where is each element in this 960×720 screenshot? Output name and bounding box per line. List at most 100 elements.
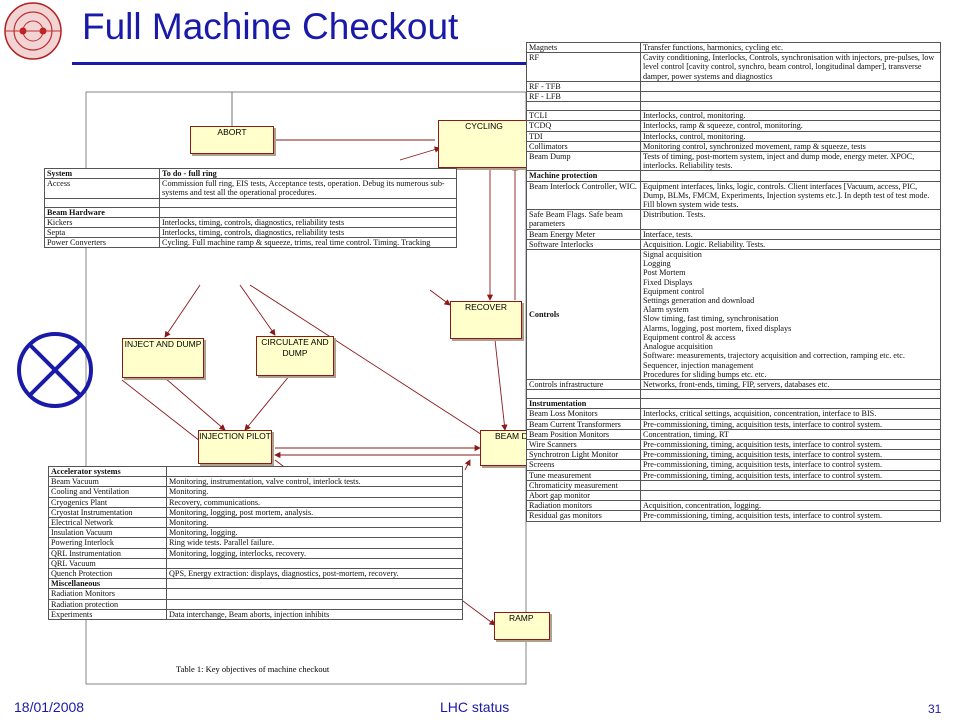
state-label: ABORT <box>217 127 247 137</box>
system-cell: Beam Vacuum <box>48 476 167 488</box>
todo-cell <box>159 197 457 208</box>
todo-cell <box>640 389 941 400</box>
todo-cell <box>640 80 941 93</box>
todo-cell <box>166 578 463 590</box>
todo-cell <box>640 398 941 410</box>
system-cell: Chromaticity measurement <box>526 479 641 491</box>
todo-cell: Acquisition. Logic. Reliability. Tests. <box>640 238 941 251</box>
todo-cell: Pre-commissioning, timing, acquisition t… <box>640 449 941 461</box>
system-cell: TCLI <box>526 110 641 122</box>
column-header: System <box>44 167 160 180</box>
footer-date: 18/01/2008 <box>14 699 85 715</box>
system-cell: Beam Energy Meter <box>526 228 641 240</box>
system-cell <box>44 197 160 208</box>
system-cell: Kickers <box>44 216 160 229</box>
todo-cell <box>159 206 457 218</box>
table-row: Abort gap monitor <box>526 489 941 502</box>
state-inject-and-dump: INJECT AND DUMP <box>122 338 204 378</box>
system-cell: Accelerator systems <box>48 465 167 478</box>
system-cell: RF - LFB <box>526 91 641 103</box>
circled-times-icon <box>17 332 93 408</box>
todo-cell: QPS, Energy extraction: displays, diagno… <box>166 568 463 580</box>
table-row <box>526 389 941 400</box>
table-caption: Table 1: Key objectives of machine check… <box>176 664 330 674</box>
system-cell: Wire Scanners <box>526 438 641 451</box>
table-row: RF - LFB <box>526 91 941 103</box>
system-cell: Radiation Monitors <box>48 588 167 600</box>
todo-cell <box>640 91 941 103</box>
todo-cell: Pre-commissioning, timing, acquisition t… <box>640 418 941 430</box>
state-label: RECOVER <box>464 302 508 312</box>
title-underline <box>72 62 532 65</box>
todo-cell: Monitoring, logging, interlocks, recover… <box>166 547 463 559</box>
todo-cell: Recovery, communications. <box>166 496 463 508</box>
todo-cell: Cycling. Full machine ramp & squeeze, tr… <box>159 237 457 249</box>
todo-cell: Networks, front-ends, timing, FIP, serve… <box>640 378 941 391</box>
system-cell: Beam Dump <box>526 151 641 172</box>
table-row: Radiation Monitors <box>48 588 463 600</box>
table-row: Radiation protection <box>48 598 463 610</box>
system-cell: Beam Current Transformers <box>526 418 641 430</box>
system-cell: QRL Instrumentation <box>48 547 167 559</box>
table-row <box>526 101 941 112</box>
state-injection-pilot: INJECTION PILOT <box>198 430 272 464</box>
system-cell: Beam Position Monitors <box>526 428 641 440</box>
todo-cell: Ring wide tests. Parallel failure. <box>166 537 463 549</box>
system-cell: Screens <box>526 459 641 471</box>
system-cell: Septa <box>44 227 160 239</box>
state-abort: ABORT <box>190 126 274 154</box>
todo-cell: Commission full ring, EIS tests, Accepta… <box>159 178 457 199</box>
todo-cell <box>166 557 463 570</box>
todo-cell: Pre-commissioning, timing, acquisition t… <box>640 459 941 471</box>
todo-cell: Interlocks, timing, controls, diagnostic… <box>159 227 457 239</box>
system-cell: Quench Protection <box>48 568 167 580</box>
system-cell: Machine protection <box>526 170 641 182</box>
system-cell: Insulation Vacuum <box>48 527 167 539</box>
system-cell: TDI <box>526 130 641 142</box>
system-cell <box>526 101 641 112</box>
system-cell: Beam Interlock Controller, WIC. <box>526 180 641 211</box>
todo-cell: Transfer functions, harmonics, cycling e… <box>640 41 941 54</box>
table-row: Beam Hardware <box>44 206 457 218</box>
table-row: RF - TFB <box>526 80 941 93</box>
system-cell: Cryogenics Plant <box>48 496 167 508</box>
system-cell: Beam Loss Monitors <box>526 408 641 420</box>
todo-cell: Equipment interfaces, links, logic, cont… <box>640 180 941 211</box>
column-header: To do - full ring <box>159 167 457 180</box>
todo-cell: Interlocks, timing, controls, diagnostic… <box>159 216 457 229</box>
todo-cell <box>640 489 941 502</box>
system-cell: Tune measurement <box>526 469 641 481</box>
system-cell: Miscellaneous <box>48 578 167 590</box>
table-row: Machine protection <box>526 170 941 182</box>
